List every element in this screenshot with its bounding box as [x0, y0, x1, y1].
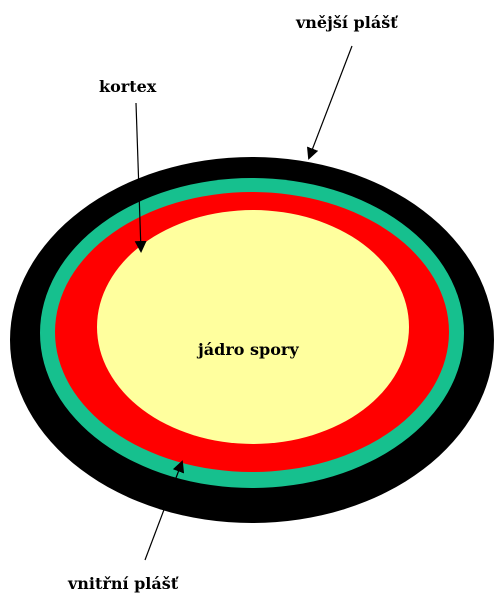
outer-coat-label: vnější plášť: [296, 15, 398, 31]
core-layer: [97, 210, 409, 444]
inner-coat-label: vnitřní plášť: [68, 576, 178, 592]
outer-coat-arrow: [309, 46, 352, 158]
core-label: jádro spory: [198, 342, 299, 358]
cortex-label: kortex: [99, 79, 156, 95]
